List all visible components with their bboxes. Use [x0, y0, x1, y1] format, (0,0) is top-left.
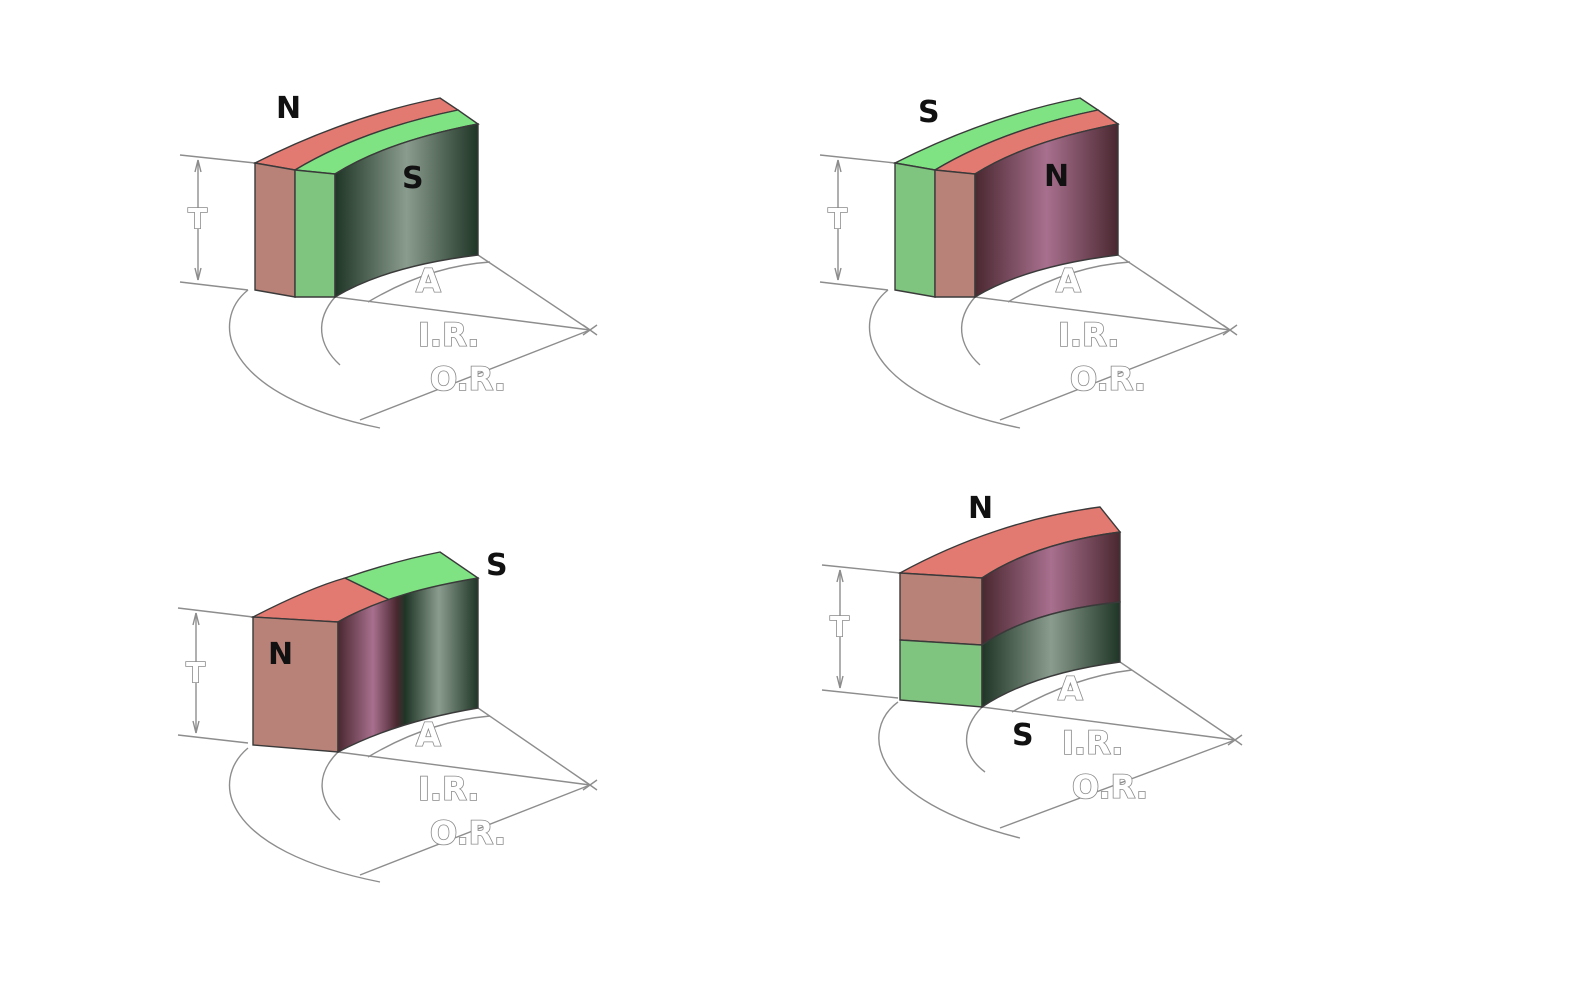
- dimension-label-inner-radius: I.R.: [1062, 724, 1123, 762]
- dimension-label-thickness: T: [830, 610, 849, 643]
- dimension-label-outer-radius: O.R.: [430, 360, 506, 398]
- magnet-body: [897, 506, 1122, 709]
- pole-label-bottom: S: [1012, 718, 1034, 753]
- magnet-body: [892, 97, 1120, 299]
- magnet-body: [252, 97, 480, 299]
- dimension-label-angle: A: [1056, 262, 1081, 300]
- pole-label-front: N: [268, 637, 293, 672]
- dimension-label-outer-radius: O.R.: [1072, 768, 1148, 806]
- dimension-lines: [179, 154, 598, 429]
- dimension-label-outer-radius: O.R.: [1070, 360, 1146, 398]
- dimension-label-inner-radius: I.R.: [418, 770, 479, 808]
- dimension-lines: [819, 154, 1238, 429]
- magnet-diagram-3: S N T A I.R. O.R.: [177, 548, 598, 883]
- magnet-body: [250, 551, 480, 754]
- magnet-diagram-4: N S T A I.R. O.R.: [821, 491, 1243, 839]
- magnet-diagram-1: N S T A I.R. O.R.: [179, 91, 598, 429]
- magnet-diagram-2: S N T A I.R. O.R.: [819, 95, 1238, 429]
- dimension-label-inner-radius: I.R.: [418, 316, 479, 354]
- pole-label-top: S: [918, 95, 940, 130]
- dimension-lines: [177, 607, 598, 883]
- dimension-label-angle: A: [416, 716, 441, 754]
- pole-label-top: N: [968, 491, 993, 526]
- dimension-label-thickness: T: [828, 202, 847, 235]
- pole-label-curved-face: N: [1044, 159, 1069, 194]
- dimension-label-thickness: T: [186, 656, 205, 689]
- pole-label-curved-face: S: [402, 161, 424, 196]
- dimension-label-angle: A: [416, 262, 441, 300]
- dimension-label-angle: A: [1058, 670, 1083, 708]
- pole-label-end: S: [486, 548, 508, 583]
- dimension-label-thickness: T: [188, 202, 207, 235]
- dimension-lines: [821, 564, 1243, 839]
- dimension-label-outer-radius: O.R.: [430, 814, 506, 852]
- dimension-label-inner-radius: I.R.: [1058, 316, 1119, 354]
- pole-label-top: N: [276, 91, 301, 126]
